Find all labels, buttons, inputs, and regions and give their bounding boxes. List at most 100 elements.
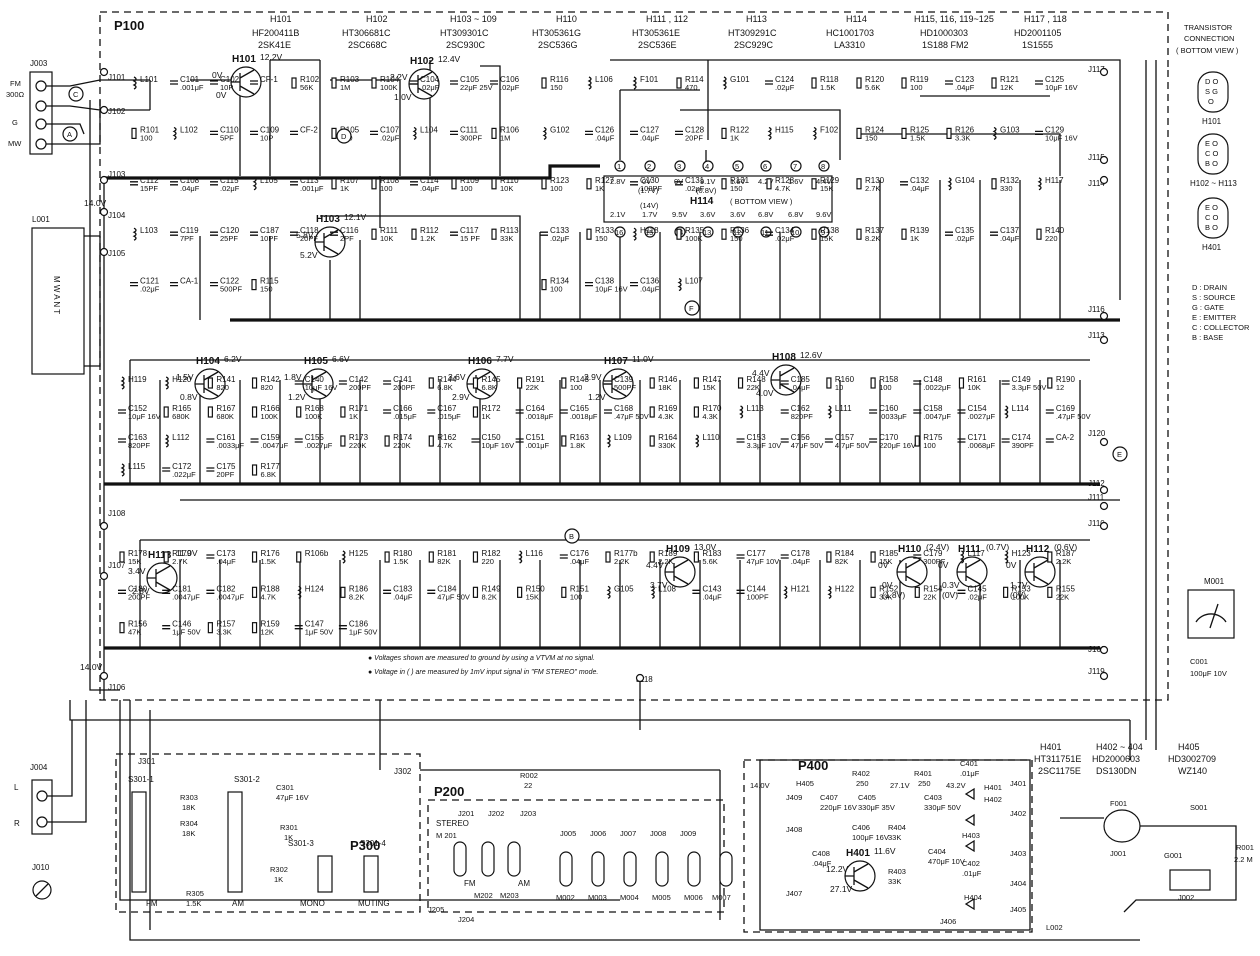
svg-text:J006: J006 — [590, 829, 606, 838]
component-ref: C163 — [128, 433, 148, 442]
svg-text:47μF 16V: 47μF 16V — [276, 793, 309, 802]
header-ref: H101 — [270, 14, 292, 24]
component-ref: G104 — [955, 176, 975, 185]
transistor-name: H111 — [958, 544, 981, 555]
component-value: .02μF — [967, 592, 987, 601]
svg-text:H401: H401 — [1202, 243, 1222, 252]
component-value: .015μF — [437, 412, 461, 421]
component-ref: R129 — [820, 176, 840, 185]
component-ref: C148 — [923, 375, 943, 384]
component-ref: F102 — [820, 125, 839, 134]
ground-j010: J010 — [32, 863, 52, 900]
component-ref: R146 — [658, 375, 678, 384]
component-ref: C120 — [220, 226, 240, 235]
transistor-voltage: 2.9V — [584, 372, 602, 382]
svg-text:B O: B O — [1205, 223, 1218, 232]
component-c107: C107.02μF — [370, 125, 400, 142]
component-ref: R153 — [1012, 584, 1032, 593]
header-ref: H103 ~ 109 — [450, 14, 497, 24]
component-ref: R155 — [1056, 584, 1076, 593]
header-col-h103: H103 ~ 109 HT309301C 2SC930C — [440, 14, 497, 50]
component-value: 15K — [526, 592, 539, 601]
component-value: 15K — [820, 184, 833, 193]
component-value: .02μF — [955, 234, 975, 243]
component-l102: L102 — [172, 125, 198, 140]
component-ref: C179 — [923, 549, 943, 558]
component-value: 4.3K — [658, 412, 673, 421]
component-ref: R133 — [595, 226, 615, 235]
component-value: 100K — [261, 412, 279, 421]
component-value: 6.8K — [437, 383, 452, 392]
svg-text:R403: R403 — [888, 867, 906, 876]
component-ref: C113 — [300, 176, 319, 185]
svg-text:G : GATE: G : GATE — [1192, 303, 1224, 312]
component-value: 1.8K — [570, 441, 585, 450]
component-value: 680K — [216, 412, 234, 421]
component-value: 100 — [140, 133, 153, 142]
svg-text:D : DRAIN: D : DRAIN — [1192, 283, 1227, 292]
component-ref: R147 — [702, 375, 722, 384]
svg-text:16: 16 — [615, 228, 623, 237]
header-col-h117: H117 , 118 HD2001105 1S1555 — [1014, 14, 1067, 50]
component-value: 4.7μF 50V — [835, 441, 870, 450]
component-value: .0047μF — [261, 441, 289, 450]
component-l111: L111 — [827, 404, 852, 419]
transistor-voltage: 4.4V — [646, 560, 664, 570]
component-l107: L107 — [677, 277, 703, 292]
component-ref: C154 — [967, 404, 987, 413]
component-value: 100 — [460, 184, 473, 193]
component-ref: C110 — [220, 125, 239, 134]
svg-text:8: 8 — [821, 162, 825, 171]
svg-text:2.8V: 2.8V — [610, 177, 625, 186]
component-value: 10μF 16V — [305, 383, 338, 392]
transistor-voltage: 0V — [882, 580, 893, 590]
component-ref: H121 — [791, 584, 811, 593]
header-type: 1S1555 — [1022, 40, 1053, 50]
component-ref: R113 — [500, 226, 519, 235]
component-value: 33K — [500, 234, 513, 243]
component-value: 8.2K — [349, 592, 364, 601]
component-l101: L101 — [132, 75, 158, 90]
svg-text:(0.8V): (0.8V) — [696, 186, 717, 195]
component-ref: R170 — [702, 404, 722, 413]
transistor-layer: H1010V12.2V0VH1022.2V12.4V1.0VH1035.8V12… — [128, 52, 1077, 894]
component-value: 22K — [923, 592, 936, 601]
svg-text:6.8V: 6.8V — [788, 210, 803, 219]
component-ref: C147 — [305, 620, 325, 629]
component-ref: C137 — [1000, 226, 1020, 235]
svg-text:10: 10 — [791, 228, 799, 237]
component-ref: F101 — [640, 75, 659, 84]
header-col-h111: H111 , 112 HT305361E 2SC536E — [632, 14, 688, 50]
component-value: 10K — [380, 234, 393, 243]
header-ref: H115, 116, 119~125 — [914, 14, 994, 24]
component-l104: L104 — [412, 125, 438, 140]
component-value: 3.3μF 10V — [747, 441, 782, 450]
svg-text:.01μF: .01μF — [962, 869, 982, 878]
component-value: .04μF — [791, 383, 811, 392]
transistor-voltage: 3.4V — [128, 566, 146, 576]
component-ref: R105 — [340, 125, 360, 134]
component-ref: R186 — [349, 584, 369, 593]
svg-text:C : COLLECTOR: C : COLLECTOR — [1192, 323, 1250, 332]
svg-text:300Ω: 300Ω — [6, 90, 25, 99]
component-ref: R114 — [685, 75, 704, 84]
component-ref: C187 — [260, 226, 280, 235]
svg-text:.04μF: .04μF — [812, 859, 832, 868]
component-c114: C114.04μF — [410, 176, 440, 193]
